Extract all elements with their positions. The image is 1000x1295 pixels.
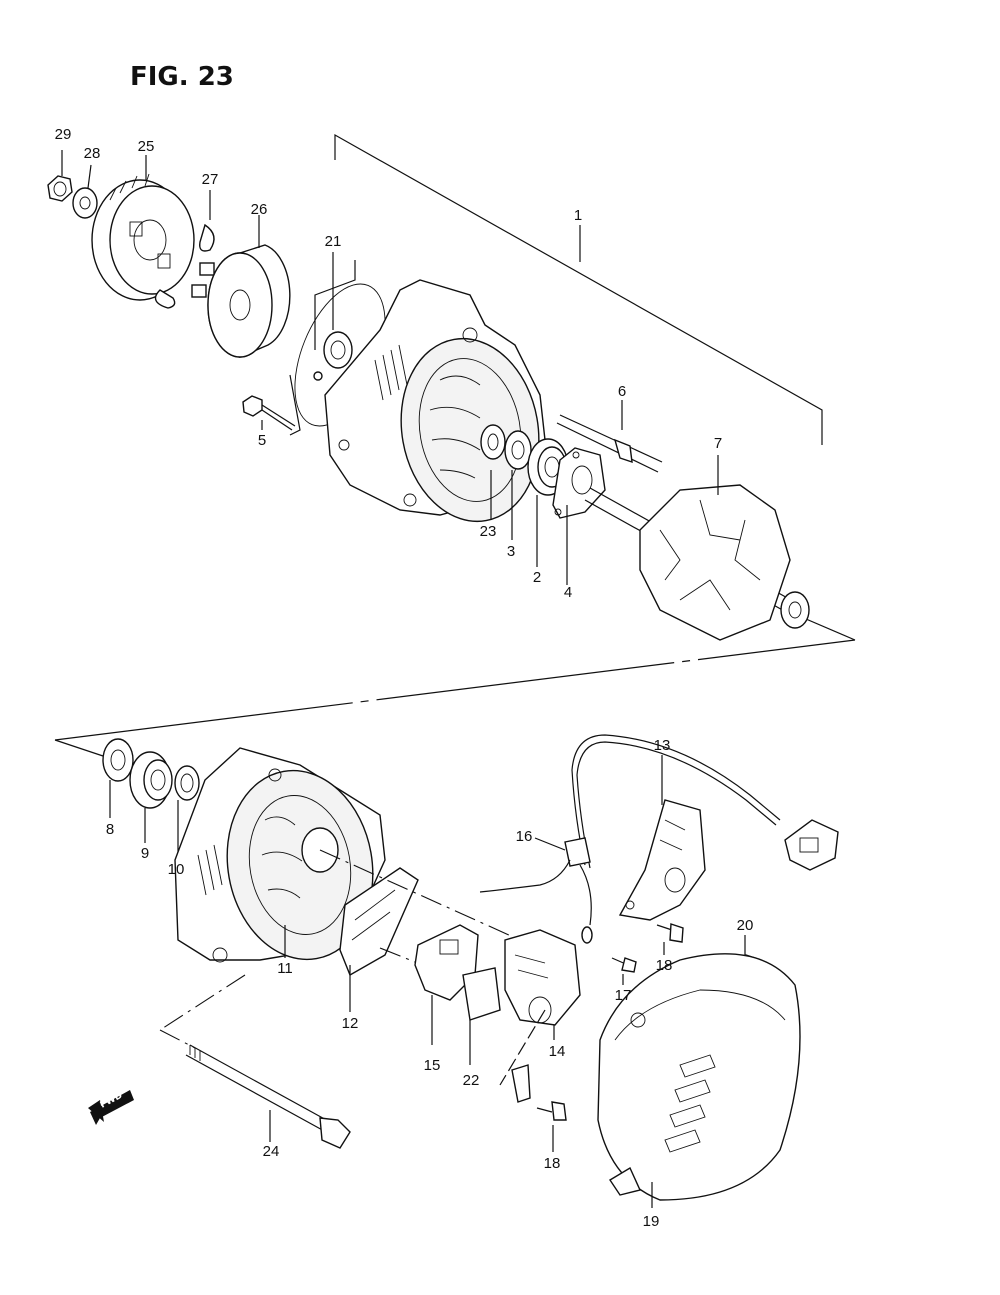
callout-19: 19 [643, 1213, 660, 1230]
seal-part-10 [174, 765, 200, 860]
wire-connector [784, 819, 839, 871]
through-bolt-part-24 [185, 1044, 351, 1149]
damper-part-27 [154, 190, 215, 309]
washer-part-8 [102, 738, 134, 818]
spacer-part-23 [480, 424, 506, 520]
screw-part-18-upper [656, 923, 684, 955]
callout-22: 22 [463, 1072, 480, 1089]
regulator-part-14 [499, 929, 581, 1086]
screw-part-18-lower [536, 1101, 567, 1152]
callout-13: 13 [654, 737, 671, 754]
callout-24: 24 [263, 1143, 280, 1160]
rotor-part-7 [584, 455, 810, 641]
callout-11: 11 [277, 960, 293, 977]
callout-8: 8 [106, 821, 114, 838]
assembly-bracket [54, 133, 856, 761]
clip-bracket [511, 1064, 531, 1103]
callout-18-lower: 18 [544, 1155, 561, 1172]
callout-26: 26 [251, 201, 268, 218]
callout-28: 28 [84, 145, 101, 162]
fwd-arrow-icon: FWD [88, 1090, 134, 1125]
insulator-sheet-part-22 [462, 967, 501, 1065]
callout-4: 4 [564, 584, 572, 601]
callout-27: 27 [202, 171, 219, 188]
brush-holder-part-15 [414, 924, 479, 1045]
stud-part-6 [556, 400, 663, 473]
callout-20: 20 [737, 917, 754, 934]
bolt-part-5 [242, 395, 296, 431]
washer-part-3 [504, 430, 532, 540]
rear-housing-part-11 [174, 747, 386, 963]
washer-part-28 [72, 164, 98, 219]
brush-assembly-part-13 [618, 755, 706, 921]
figure-title: FIG. 23 [130, 62, 234, 92]
callout-2: 2 [533, 569, 541, 586]
callout-16: 16 [516, 828, 533, 845]
callout-10: 10 [168, 861, 185, 878]
callout-12: 12 [342, 1015, 359, 1032]
insulator-part-12 [339, 867, 419, 1012]
callout-18-upper: 18 [656, 957, 673, 974]
clutch-hub-part-25 [91, 155, 195, 301]
front-housing [324, 279, 546, 523]
callout-25: 25 [138, 138, 155, 155]
callout-21: 21 [325, 233, 342, 250]
retainer-part-4 [552, 447, 606, 585]
callout-5: 5 [258, 432, 266, 449]
screw-part-17 [611, 957, 637, 985]
rear-cover-part-19 [597, 953, 801, 1208]
callout-14: 14 [549, 1043, 566, 1060]
callout-29: 29 [55, 126, 72, 143]
wire-harness-part-16 [479, 734, 781, 944]
callout-17: 17 [615, 987, 632, 1004]
bearing-part-9 [129, 751, 173, 843]
callout-15: 15 [424, 1057, 441, 1074]
nut-part-29 [47, 150, 73, 202]
callout-1: 1 [574, 207, 582, 224]
rubber-ring-part-26 [207, 215, 291, 359]
callout-7: 7 [714, 435, 722, 452]
callout-6: 6 [618, 383, 626, 400]
callout-3: 3 [507, 543, 515, 560]
callout-23: 23 [480, 523, 497, 540]
callout-9: 9 [141, 845, 149, 862]
